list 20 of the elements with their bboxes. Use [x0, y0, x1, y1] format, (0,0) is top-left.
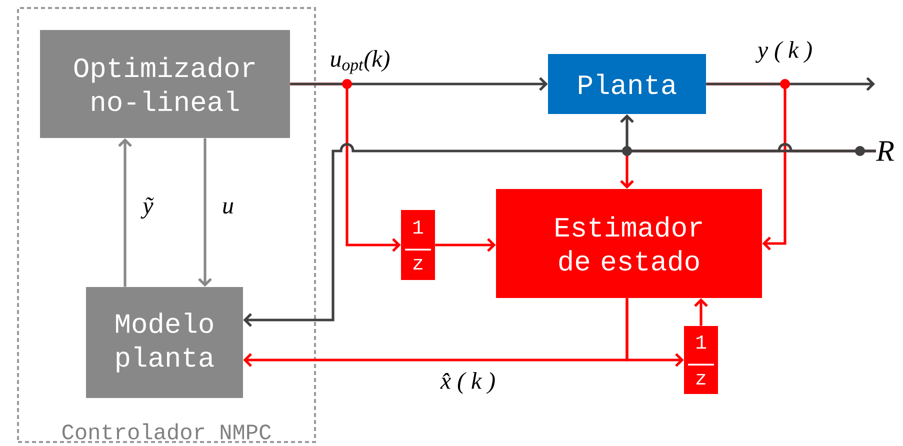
arrow [626, 298, 684, 367]
terminal-label: R [876, 141, 894, 161]
edge-label: u [223, 202, 234, 214]
process-box: Estimador de estado [496, 189, 762, 298]
process-box: Modelo planta [86, 287, 243, 398]
delay-box: 1 z [684, 326, 718, 394]
edge-label: u$_{opt}$(k) [331, 50, 390, 74]
edge-label: x̂ ( k ) [440, 372, 495, 394]
process-box: Optimizador no-lineal [40, 30, 290, 138]
arrow [706, 77, 875, 91]
arrow [198, 138, 212, 287]
delay-box: 1 z [401, 210, 435, 280]
arrow [243, 143, 876, 327]
arrow [694, 298, 708, 326]
edge-label: ỹ [140, 197, 154, 219]
arrow [435, 238, 496, 252]
edge-label: y ( k ) [755, 41, 812, 63]
process-box: Planta [548, 54, 706, 114]
arrow [290, 77, 548, 91]
arrow [118, 138, 132, 287]
